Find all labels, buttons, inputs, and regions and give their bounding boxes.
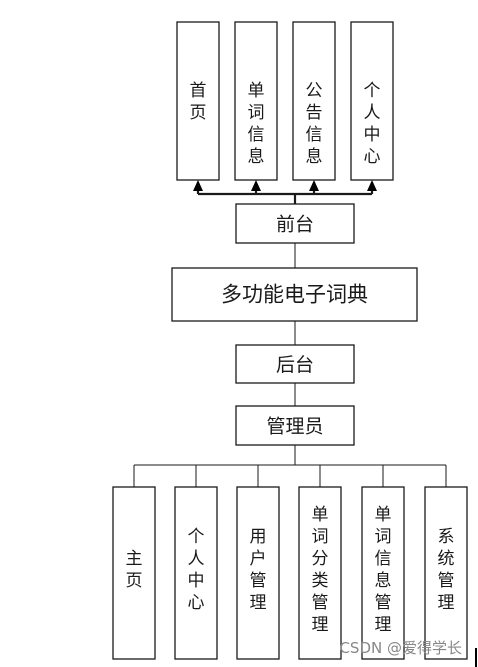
front-item-1-frame — [176, 21, 220, 181]
front-node: 前台 — [235, 203, 355, 244]
admin-item-5-label: 单词信息管理 — [375, 505, 392, 635]
admin-item-2-frame — [174, 486, 218, 660]
admin-item-6-frame — [424, 486, 468, 660]
admin-node-label: 管理员 — [266, 416, 323, 438]
front-item-4-label: 个人中心 — [364, 81, 381, 167]
connector-lines — [133, 180, 447, 487]
system-node-frame — [171, 267, 418, 322]
front-item-2: 单词信息 — [234, 21, 278, 181]
admin-item-5-frame — [361, 486, 405, 660]
admin-item-1: 主页 — [112, 486, 156, 660]
admin-item-1-frame — [112, 486, 156, 660]
admin-item-2: 个人中心 — [174, 486, 218, 660]
watermark-text: CSDN @爱得学长 — [339, 639, 462, 657]
admin-item-6: 系统管理 — [424, 486, 468, 660]
front-item-1: 首页 — [176, 21, 220, 181]
front-node-frame — [235, 203, 355, 244]
front-item-2-label: 单词信息 — [248, 81, 265, 167]
back-node-frame — [235, 344, 355, 384]
arrow-head-icon — [367, 180, 377, 191]
system-node-label: 多功能电子词典 — [221, 283, 368, 307]
diagram-boxes: 首页单词信息公告信息个人中心前台多功能电子词典后台管理员主页个人中心用户管理单词… — [112, 21, 468, 660]
front-item-4-frame — [350, 21, 394, 181]
back-node-label: 后台 — [276, 354, 314, 376]
admin-item-3: 用户管理 — [236, 486, 280, 660]
front-item-3-frame — [292, 21, 336, 181]
front-item-3: 公告信息 — [292, 21, 336, 181]
back-node: 后台 — [235, 344, 355, 384]
arrow-head-icon — [251, 180, 261, 191]
arrow-head-icon — [193, 180, 203, 191]
front-node-label: 前台 — [276, 214, 314, 236]
front-item-3-label: 公告信息 — [306, 81, 323, 167]
admin-item-4: 单词分类管理 — [298, 486, 342, 660]
admin-item-3-label: 用户管理 — [250, 527, 267, 613]
admin-item-5: 单词信息管理 — [361, 486, 405, 660]
admin-node: 管理员 — [235, 405, 355, 446]
front-item-4: 个人中心 — [350, 21, 394, 181]
arrow-head-icon — [309, 180, 319, 191]
admin-node-frame — [235, 405, 355, 446]
admin-item-6-label: 系统管理 — [438, 527, 455, 613]
admin-item-4-frame — [298, 486, 342, 660]
front-item-2-frame — [234, 21, 278, 181]
admin-item-1-label: 主页 — [126, 549, 143, 591]
admin-item-4-label: 单词分类管理 — [312, 505, 329, 635]
admin-item-3-frame — [236, 486, 280, 660]
admin-item-2-label: 个人中心 — [188, 527, 205, 613]
front-item-1-label: 首页 — [190, 81, 207, 123]
system-node: 多功能电子词典 — [171, 267, 418, 322]
